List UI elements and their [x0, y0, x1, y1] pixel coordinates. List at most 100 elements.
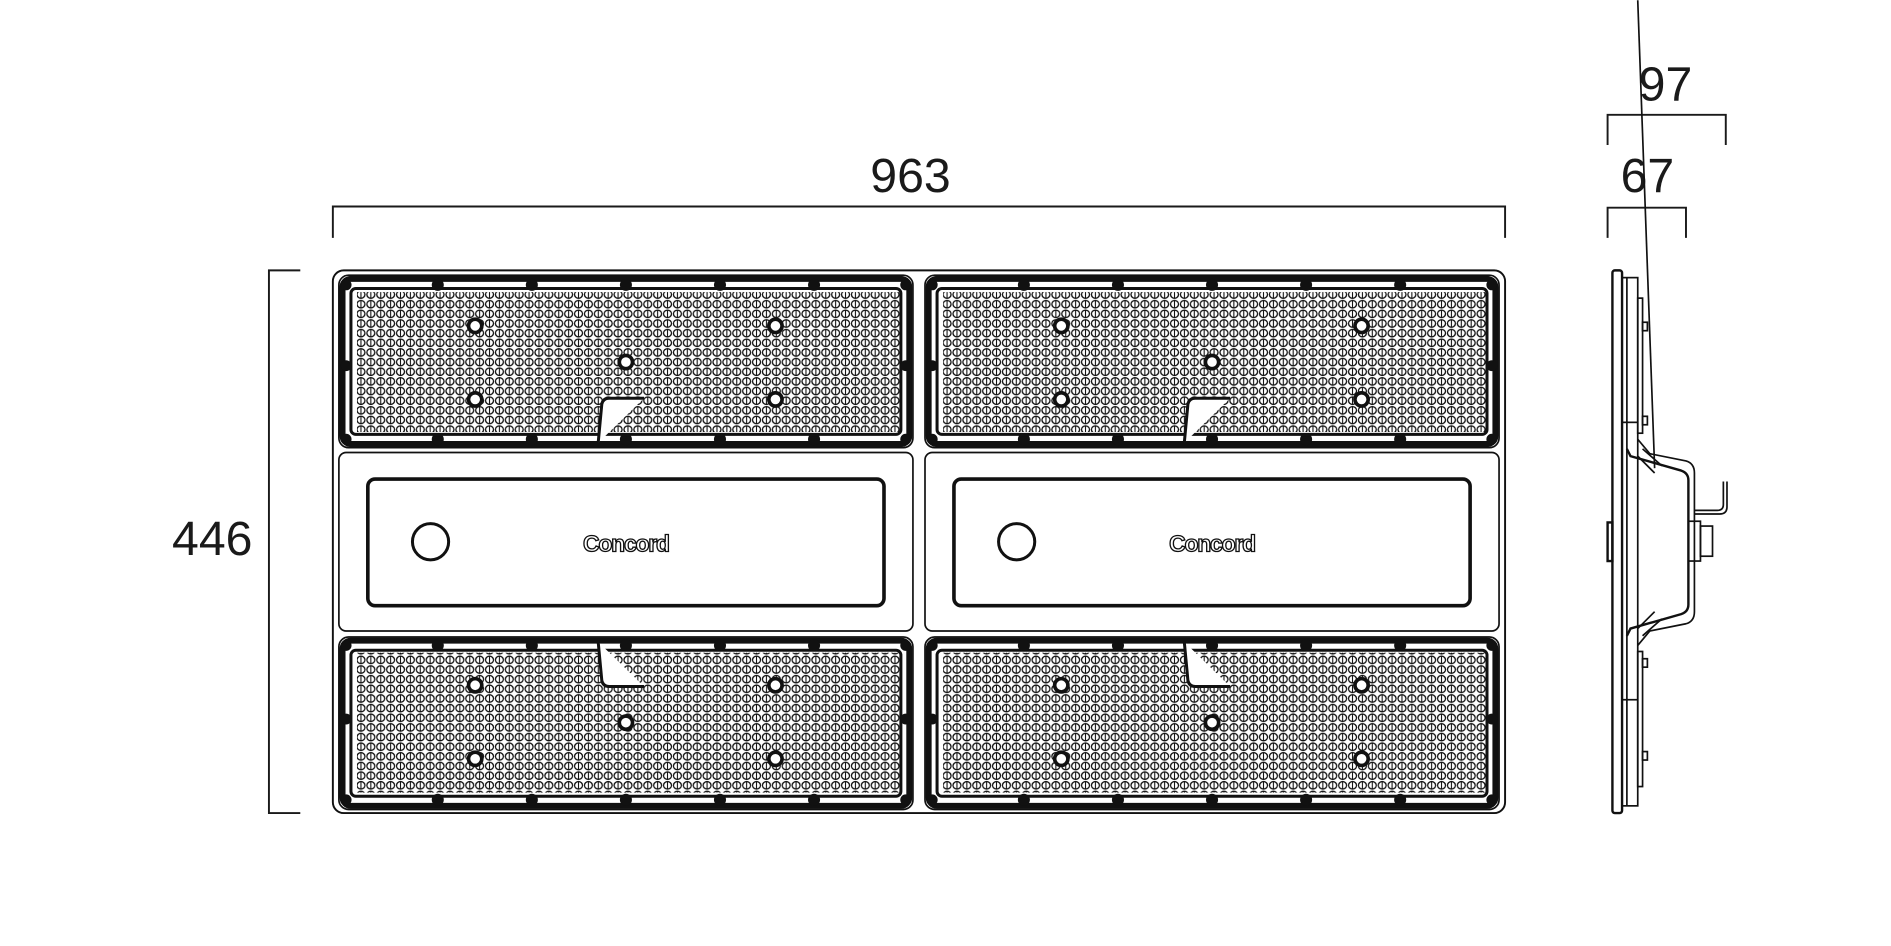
- screw-icon: [525, 639, 538, 652]
- screw-icon: [619, 793, 632, 806]
- module-notch: [596, 641, 645, 688]
- screw-icon: [926, 640, 938, 651]
- module-frame: [338, 274, 914, 449]
- screw-icon: [1486, 794, 1498, 806]
- mounting-hole-icon: [1052, 317, 1070, 335]
- screw-icon: [713, 639, 727, 652]
- mounting-hole-icon: [1203, 353, 1221, 371]
- screw-icon: [1300, 433, 1313, 446]
- screw-icon: [1394, 639, 1407, 652]
- screw-icon: [340, 433, 352, 445]
- mounting-hole-icon: [466, 390, 484, 408]
- screw-icon: [1300, 639, 1313, 652]
- luminaire-half-1: Concord: [338, 274, 914, 811]
- screw-icon: [340, 713, 352, 725]
- side-view: [1606, 0, 1728, 815]
- screw-icon: [1394, 793, 1407, 806]
- front-view: Concord Concord: [331, 269, 1507, 815]
- screw-icon: [1205, 278, 1219, 291]
- screw-icon: [619, 433, 632, 446]
- mounting-hole-icon: [617, 353, 635, 371]
- screw-icon: [713, 278, 727, 291]
- screw-icon: [431, 433, 444, 446]
- mounting-hole-icon: [466, 750, 484, 768]
- dimension-height: 446: [172, 269, 301, 815]
- screw-icon: [926, 433, 938, 445]
- mounting-hole-icon: [617, 714, 635, 732]
- screw-icon: [808, 793, 821, 806]
- mounting-hole-icon: [466, 317, 484, 335]
- screw-icon: [713, 433, 727, 446]
- label-plate: [952, 477, 1472, 608]
- led-module: [338, 274, 914, 449]
- screw-icon: [1111, 278, 1124, 291]
- screw-icon: [900, 640, 912, 651]
- dimension-depth-body-label: 67: [1621, 149, 1675, 203]
- screw-icon: [1394, 278, 1407, 291]
- led-module: [924, 274, 1500, 449]
- screw-icon: [926, 279, 938, 291]
- screw-icon: [431, 639, 444, 652]
- screw-icon: [900, 360, 912, 372]
- screw-icon: [808, 639, 821, 652]
- screw-icon: [713, 793, 727, 806]
- screw-icon: [900, 713, 912, 725]
- mounting-hole-icon: [1203, 714, 1221, 732]
- screw-icon: [926, 360, 938, 372]
- dimension-width-label: 963: [870, 149, 950, 203]
- module-notch: [1182, 641, 1231, 688]
- screw-icon: [1111, 433, 1124, 446]
- dimension-width: 963: [331, 149, 1507, 238]
- screw-icon: [900, 794, 912, 806]
- mounting-hole-icon: [767, 676, 784, 694]
- screw-icon: [340, 279, 352, 291]
- screw-icon: [1486, 279, 1498, 291]
- module-frame: [924, 274, 1500, 449]
- dimension-height-label: 446: [172, 512, 252, 566]
- screw-icon: [340, 794, 352, 806]
- screw-icon: [1017, 433, 1030, 446]
- led-module: [338, 636, 914, 811]
- screw-icon: [525, 433, 538, 446]
- screw-icon: [926, 713, 938, 725]
- screw-icon: [1205, 793, 1219, 806]
- screw-icon: [808, 433, 821, 446]
- screw-icon: [900, 433, 912, 445]
- mounting-hole-icon: [1353, 317, 1371, 335]
- mounting-hole-icon: [767, 750, 784, 768]
- module-frame: [924, 636, 1500, 811]
- vent-valve-icon: [997, 522, 1037, 562]
- dimension-depth-body: 67: [1606, 149, 1687, 238]
- label-plate: [366, 477, 886, 608]
- module-notch: [1182, 396, 1231, 443]
- mounting-hole-icon: [1353, 676, 1371, 694]
- screw-icon: [525, 793, 538, 806]
- mounting-hole-icon: [466, 676, 484, 694]
- mounting-hole-icon: [767, 390, 784, 408]
- screw-icon: [340, 360, 352, 372]
- module-notch: [596, 396, 645, 443]
- mounting-hole-icon: [767, 317, 784, 335]
- mounting-hole-icon: [1052, 750, 1070, 768]
- screw-icon: [619, 639, 632, 652]
- screw-icon: [1017, 639, 1030, 652]
- screw-icon: [1394, 433, 1407, 446]
- screw-icon: [431, 278, 444, 291]
- screw-icon: [1205, 433, 1219, 446]
- screw-icon: [619, 278, 632, 291]
- screw-icon: [1300, 278, 1313, 291]
- brand-label: Concord: [1169, 530, 1255, 556]
- dimension-depth-total-label: 97: [1639, 57, 1693, 111]
- screw-icon: [431, 793, 444, 806]
- screw-icon: [1486, 360, 1498, 372]
- led-module: [924, 636, 1500, 811]
- screw-icon: [1017, 793, 1030, 806]
- mounting-hole-icon: [1052, 676, 1070, 694]
- screw-icon: [525, 278, 538, 291]
- mounting-hole-icon: [1353, 390, 1371, 408]
- screw-icon: [926, 794, 938, 806]
- module-frame: [338, 636, 914, 811]
- screw-icon: [1300, 793, 1313, 806]
- screw-icon: [1205, 639, 1219, 652]
